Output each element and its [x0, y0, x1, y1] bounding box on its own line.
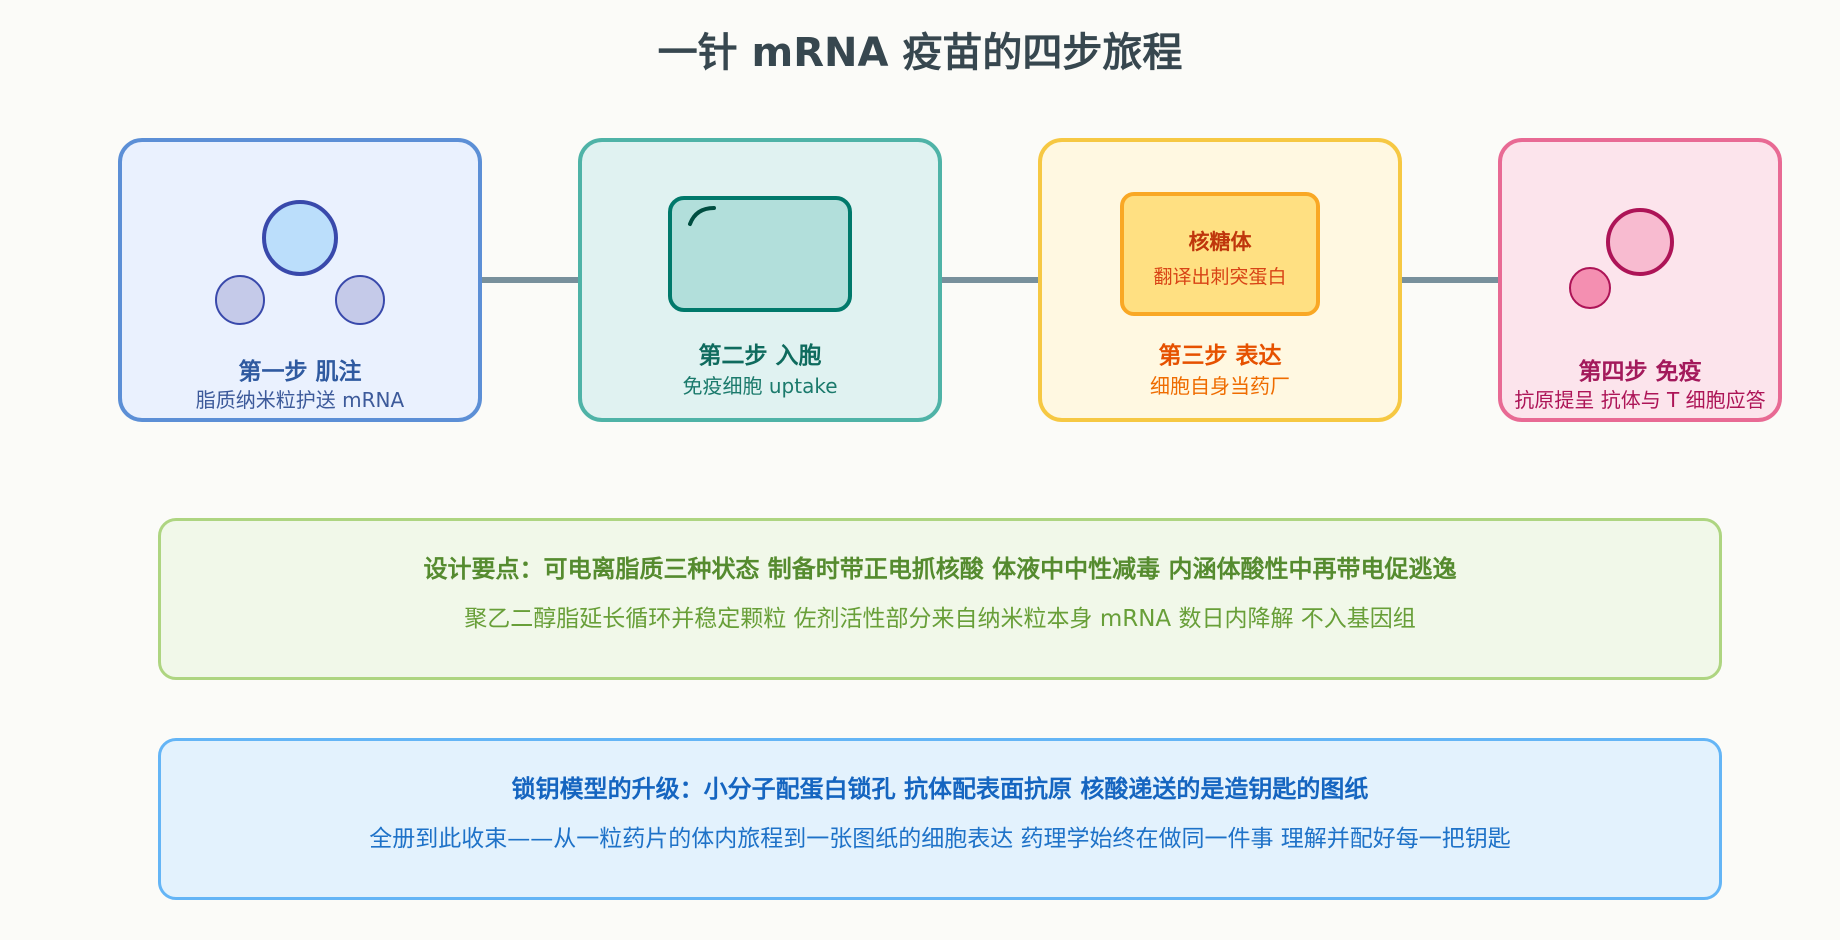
step-label: 第四步 免疫	[1578, 359, 1702, 385]
lock-key-note-body: 全册到此收束——从一粒药片的体内旅程到一张图纸的细胞表达 药理学始终在做同一件事…	[369, 826, 1511, 852]
step-sub: 细胞自身当药厂	[1150, 374, 1290, 398]
step-card-immunity: 第四步 免疫 抗原提呈 抗体与 T 细胞应答	[1498, 138, 1782, 422]
ribosome-sub: 翻译出刺突蛋白	[1153, 266, 1287, 288]
step-card-uptake: 第二步 入胞 免疫细胞 uptake	[578, 138, 942, 422]
step-card-expression: 核糖体 翻译出刺突蛋白 第三步 表达 细胞自身当药厂	[1038, 138, 1402, 422]
step-sub: 脂质纳米粒护送 mRNA	[195, 388, 405, 412]
step-sub: 免疫细胞 uptake	[682, 374, 838, 398]
step-sub: 抗原提呈 抗体与 T 细胞应答	[1514, 388, 1766, 412]
lipid-nanoparticle-icon	[215, 200, 385, 325]
step-label: 第二步 入胞	[698, 343, 822, 369]
design-note-body: 聚乙二醇脂延长循环并稳定颗粒 佐剂活性部分来自纳米粒本身 mRNA 数日内降解 …	[464, 606, 1416, 632]
lock-key-note-head: 锁钥模型的升级：小分子配蛋白锁孔 抗体配表面抗原 核酸递送的是造钥匙的图纸	[511, 775, 1369, 803]
ribosome-title: 核糖体	[1188, 230, 1252, 254]
step-label: 第一步 肌注	[238, 359, 362, 385]
design-note-box: 设计要点：可电离脂质三种状态 制备时带正电抓核酸 体液中中性减毒 内涵体酸性中再…	[158, 518, 1722, 680]
cell-icon	[668, 196, 852, 312]
lock-key-note-box: 锁钥模型的升级：小分子配蛋白锁孔 抗体配表面抗原 核酸递送的是造钥匙的图纸 全册…	[158, 738, 1722, 900]
page-title: 一针 mRNA 疫苗的四步旅程	[657, 30, 1183, 76]
step-label: 第三步 表达	[1158, 343, 1282, 369]
design-note-head: 设计要点：可电离脂质三种状态 制备时带正电抓核酸 体液中中性减毒 内涵体酸性中再…	[423, 555, 1457, 583]
antigen-cells-icon	[1569, 208, 1674, 309]
step-card-injection: 第一步 肌注 脂质纳米粒护送 mRNA	[118, 138, 482, 422]
ribosome-box: 核糖体 翻译出刺突蛋白	[1120, 192, 1320, 316]
